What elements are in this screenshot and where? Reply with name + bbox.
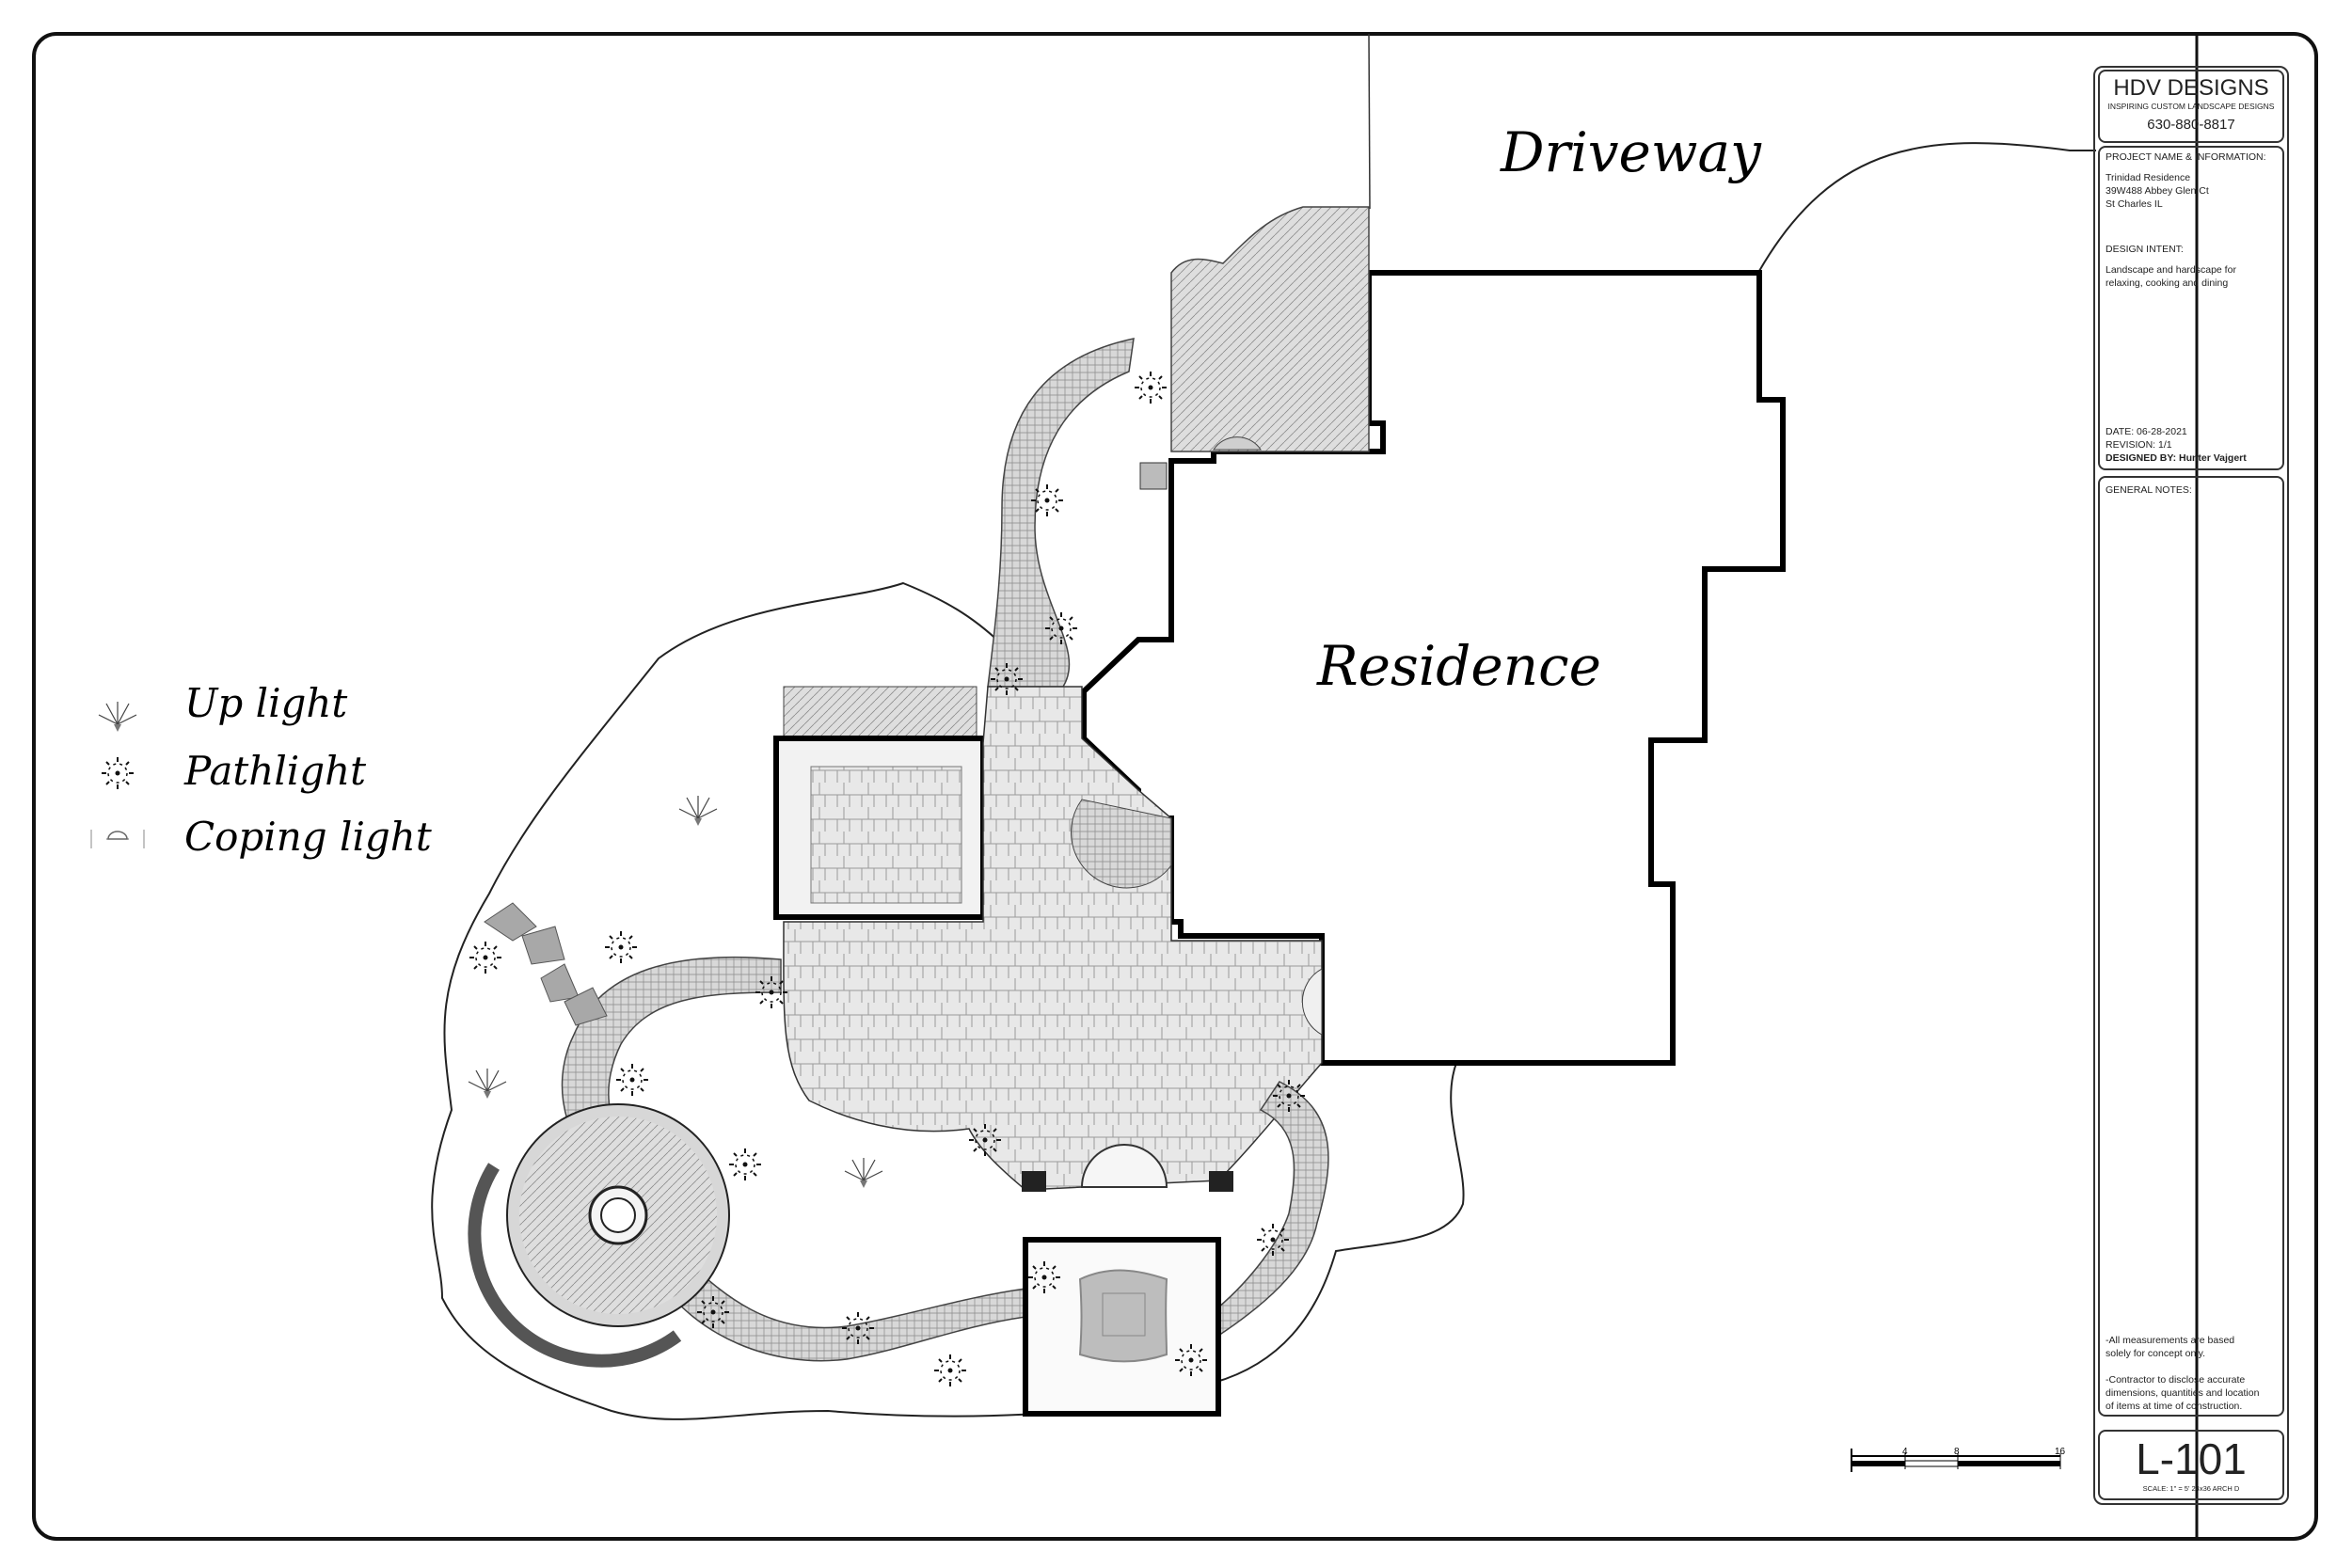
company-box [2098,70,2284,143]
coping-light-icon [90,830,145,848]
company-name: HDV DESIGNS [2113,75,2269,101]
note1-line1: -All measurements are based [2106,1335,2235,1346]
legend: Up light Pathlight Coping light [90,680,432,860]
scale-tick-16: 16 [2055,1447,2066,1457]
scale-note: SCALE: 1" = 5' 24x36 ARCH D [2142,1484,2240,1493]
sheet-number-box [2098,1430,2284,1500]
title-block [2093,66,2289,1505]
note1-line2: solely for concept only. [2106,1348,2206,1359]
project-heading: PROJECT NAME & INFORMATION: [2106,151,2266,163]
project-address-line2: St Charles IL [2106,198,2163,210]
general-notes-box [2098,476,2284,1417]
note2-line3: of items at time of construction. [2106,1401,2243,1412]
driveway-label: Driveway [1500,120,1762,184]
residence-label: Residence [1316,634,1601,698]
note2-line2: dimensions, quantities and location [2106,1387,2260,1399]
project-info-box [2098,146,2284,470]
intent-heading: DESIGN INTENT: [2106,244,2184,255]
up-light-icon [98,701,137,733]
pathlight-icon [101,756,135,790]
sheet-number: L-101 [2136,1434,2247,1483]
legend-label-up-light: Up light [184,680,347,726]
scale-tick-4: 4 [1902,1447,1908,1457]
planting-bed-outline [431,581,1465,1420]
side-walkway [987,338,1135,688]
company-phone: 630-880-8817 [2147,117,2235,133]
project-name: Trinidad Residence [2106,172,2191,183]
sheet-border [32,32,2318,1541]
design-date: DATE: 06-28-2021 [2106,426,2187,437]
notes-heading: GENERAL NOTES: [2106,484,2192,496]
residence-outline [1081,270,1786,1066]
legend-label-pathlight: Pathlight [183,748,366,794]
scale-bar: 4 8 16 [1851,1447,2066,1472]
design-revision: REVISION: 1/1 [2106,439,2172,451]
company-tagline: INSPIRING CUSTOM LANDSCAPE DESIGNS [2107,102,2275,111]
scale-tick-8: 8 [1954,1447,1960,1457]
designed-by: DESIGNED BY: Hunter Vajgert [2106,452,2247,464]
note2-line1: -Contractor to disclose accurate [2106,1374,2246,1386]
intent-line1: Landscape and hardscape for [2106,264,2236,276]
intent-line2: relaxing, cooking and dining [2106,277,2229,289]
project-address-line1: 39W488 Abbey Glen Ct [2106,185,2209,197]
legend-label-coping-light: Coping light [184,814,432,860]
